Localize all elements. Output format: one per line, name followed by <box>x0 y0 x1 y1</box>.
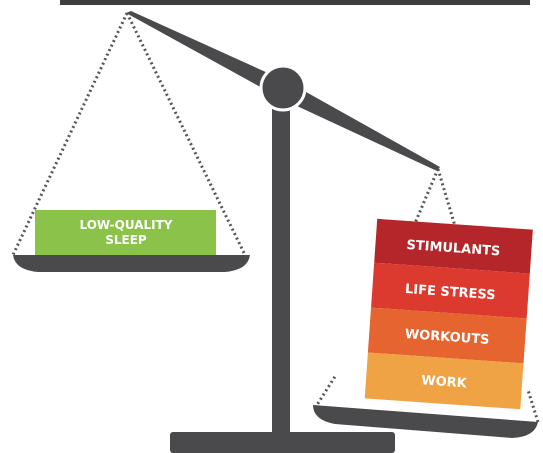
sleep-label-line1: LOW-QUALITY <box>80 218 173 232</box>
left-pan <box>13 255 250 272</box>
life-stress-label: LIFE STRESS <box>405 282 496 303</box>
life-stress-box: LIFE STRESS <box>371 262 530 319</box>
low-quality-sleep-box: LOW-QUALITY SLEEP <box>35 210 216 255</box>
work-box: WORK <box>364 352 524 410</box>
workouts-label: WORKOUTS <box>404 327 490 348</box>
scale-pivot <box>259 64 307 112</box>
stimulants-label: STIMULANTS <box>406 238 501 260</box>
right-chains <box>313 168 540 423</box>
right-pan <box>313 405 538 438</box>
scale-base <box>170 432 395 453</box>
stress-stack: STIMULANTS LIFE STRESS WORKOUTS WORK <box>364 218 533 410</box>
stimulants-box: STIMULANTS <box>374 218 533 274</box>
work-label: WORK <box>421 373 468 391</box>
scale-pillar <box>272 95 290 435</box>
clipped-top-text <box>60 0 530 5</box>
workouts-box: WORKOUTS <box>367 307 527 364</box>
sleep-label-line2: SLEEP <box>105 233 147 247</box>
